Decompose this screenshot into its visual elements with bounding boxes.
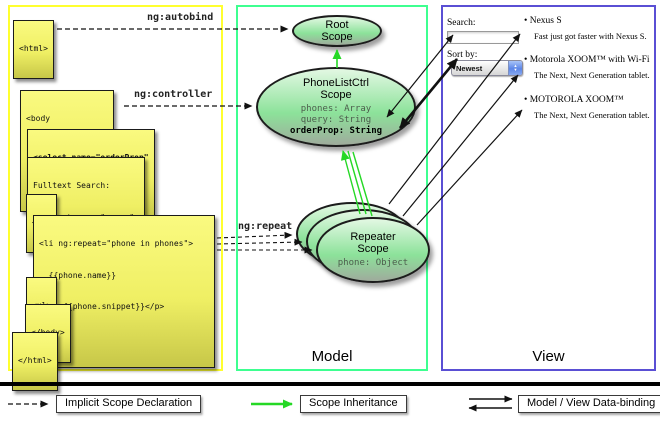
model-column-title: Model <box>311 348 353 365</box>
phone-snippet: The Next, Next Generation tablet. <box>534 70 650 80</box>
phonelist-scope-title: PhoneListCtrl <box>302 77 370 89</box>
list-item: • Motorola XOOM™ with Wi-Fi The Next, Ne… <box>524 55 656 80</box>
sort-by-selected-value: Newest <box>456 63 483 73</box>
bullet-icon: • <box>524 55 528 65</box>
model-column: Model <box>236 5 428 371</box>
phone-title: Nexus S <box>529 16 562 26</box>
phone-title: MOTOROLA XOOM™ <box>529 95 624 105</box>
code-box-html-open: <html> <box>13 20 54 79</box>
search-input[interactable] <box>447 31 519 44</box>
root-scope-ellipse: Root Scope <box>292 15 382 47</box>
bullet-icon: • <box>524 95 528 105</box>
phone-snippet: The Next, Next Generation tablet. <box>534 110 650 120</box>
phone-title: Motorola XOOM™ with Wi-Fi <box>529 55 650 65</box>
orderprop-property: orderProp: String <box>289 126 383 136</box>
select-stepper-icon: ▲▼ <box>508 61 522 75</box>
ng-repeat-label: ng:repeat <box>238 221 293 232</box>
ng-controller-label: ng:controller <box>134 89 213 100</box>
phones-property: phones: Array <box>300 104 372 114</box>
code-line: {{phone.name}} <box>39 270 117 280</box>
legend-implicit-scope-declaration: Implicit Scope Declaration <box>56 395 202 413</box>
code-line: <html> <box>19 44 48 53</box>
sort-by-label: Sort by: <box>447 50 478 60</box>
phonelist-scope-title2: Scope <box>320 89 352 101</box>
root-scope-title2: Scope <box>321 31 353 43</box>
code-line: Fulltext Search: <box>33 181 111 190</box>
repeater-scope-title: Repeater <box>350 231 396 243</box>
legend-model-view-data-binding: Model / View Data-binding <box>518 395 660 413</box>
code-line: <body <box>26 114 51 123</box>
legend-separator-line <box>0 382 660 386</box>
sort-by-select[interactable]: Newest ▲▼ <box>451 60 523 76</box>
code-line: </html> <box>18 356 52 365</box>
code-box-html-close: </html> <box>12 332 58 391</box>
repeater-scope-ellipse-front: Repeater Scope phone: Object <box>316 217 430 283</box>
view-column-title: View <box>532 348 565 365</box>
ng-autobind-label: ng:autobind <box>147 12 214 23</box>
code-line: <p>{{phone.snippet}}</p> <box>39 302 165 311</box>
legend-scope-inheritance: Scope Inheritance <box>300 395 407 413</box>
query-property: query: String <box>300 115 372 125</box>
phone-property: phone: Object <box>337 258 409 268</box>
list-item: • MOTOROLA XOOM™ The Next, Next Generati… <box>524 95 656 120</box>
search-label: Search: <box>447 18 476 28</box>
code-line: <li ng:repeat="phone in phones"> <box>39 239 194 248</box>
phonelistctrl-scope-ellipse: PhoneListCtrl Scope phones: Array query:… <box>256 67 416 147</box>
phone-snippet: Fast just got faster with Nexus S. <box>534 31 647 41</box>
root-scope-title: Root <box>325 19 349 31</box>
repeater-scope-title2: Scope <box>357 243 389 255</box>
list-item: • Nexus S Fast just got faster with Nexu… <box>524 16 656 41</box>
bullet-icon: • <box>524 16 528 26</box>
